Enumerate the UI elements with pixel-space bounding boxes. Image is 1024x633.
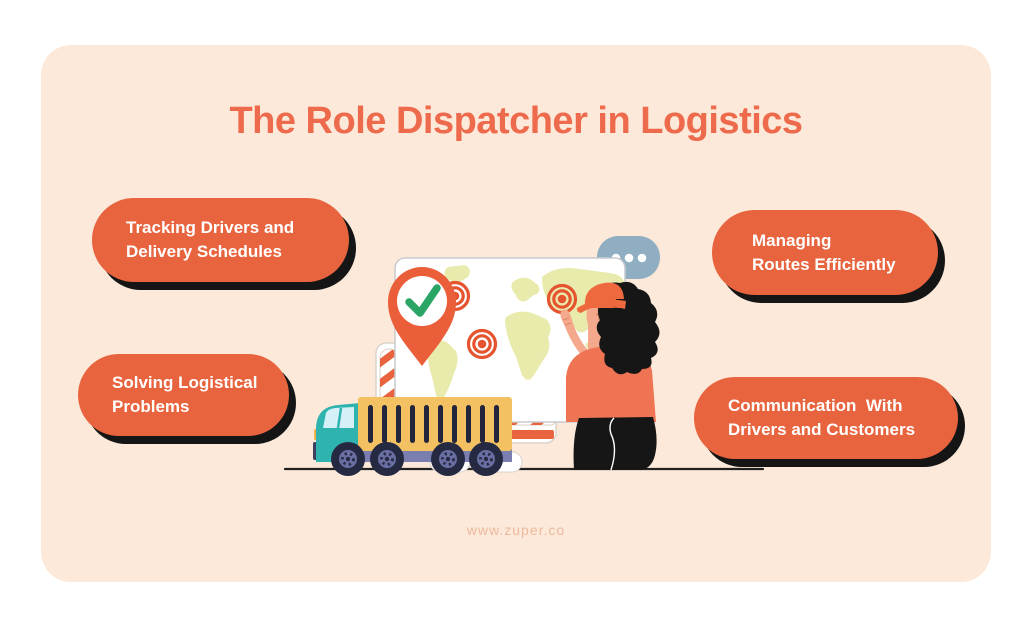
badge-solving-problems-line2: Problems	[112, 397, 190, 416]
badge-solving-problems-line1: Solving Logistical	[112, 373, 258, 392]
dispatcher-figure	[560, 281, 660, 471]
delivery-truck-icon	[313, 397, 523, 476]
badge-communication-line2: Drivers and Customers	[728, 420, 916, 439]
illustration-dispatcher-scene	[283, 236, 765, 476]
truck-wheel	[469, 442, 503, 476]
cap-brim	[576, 299, 626, 313]
badge-tracking-drivers-line2: Delivery Schedules	[126, 242, 282, 261]
page-title: The Role Dispatcher in Logistics	[229, 100, 803, 142]
truck-wheel	[331, 442, 365, 476]
infographic-card: The Role Dispatcher in Logistics Trackin…	[41, 45, 991, 582]
truck-wheel	[431, 442, 465, 476]
badge-tracking-drivers-line1: Tracking Drivers and	[126, 218, 295, 237]
badge-managing-routes: Managing Routes Efficiently	[712, 210, 938, 295]
website-link: www.zuper.co	[466, 522, 566, 538]
badge-communication: Communication With Drivers and Customers	[694, 377, 958, 459]
location-pin-check-icon	[388, 267, 456, 366]
badge-managing-routes-line1: Managing	[752, 230, 832, 250]
badge-managing-routes-line2: Routes Efficiently	[752, 254, 896, 274]
badge-solving-problems: Solving Logistical Problems	[78, 354, 289, 436]
truck-wheel	[370, 442, 404, 476]
badge-communication-line1: Communication With	[728, 396, 903, 415]
badge-tracking-drivers: Tracking Drivers and Delivery Schedules	[92, 198, 349, 282]
pants	[573, 417, 657, 470]
